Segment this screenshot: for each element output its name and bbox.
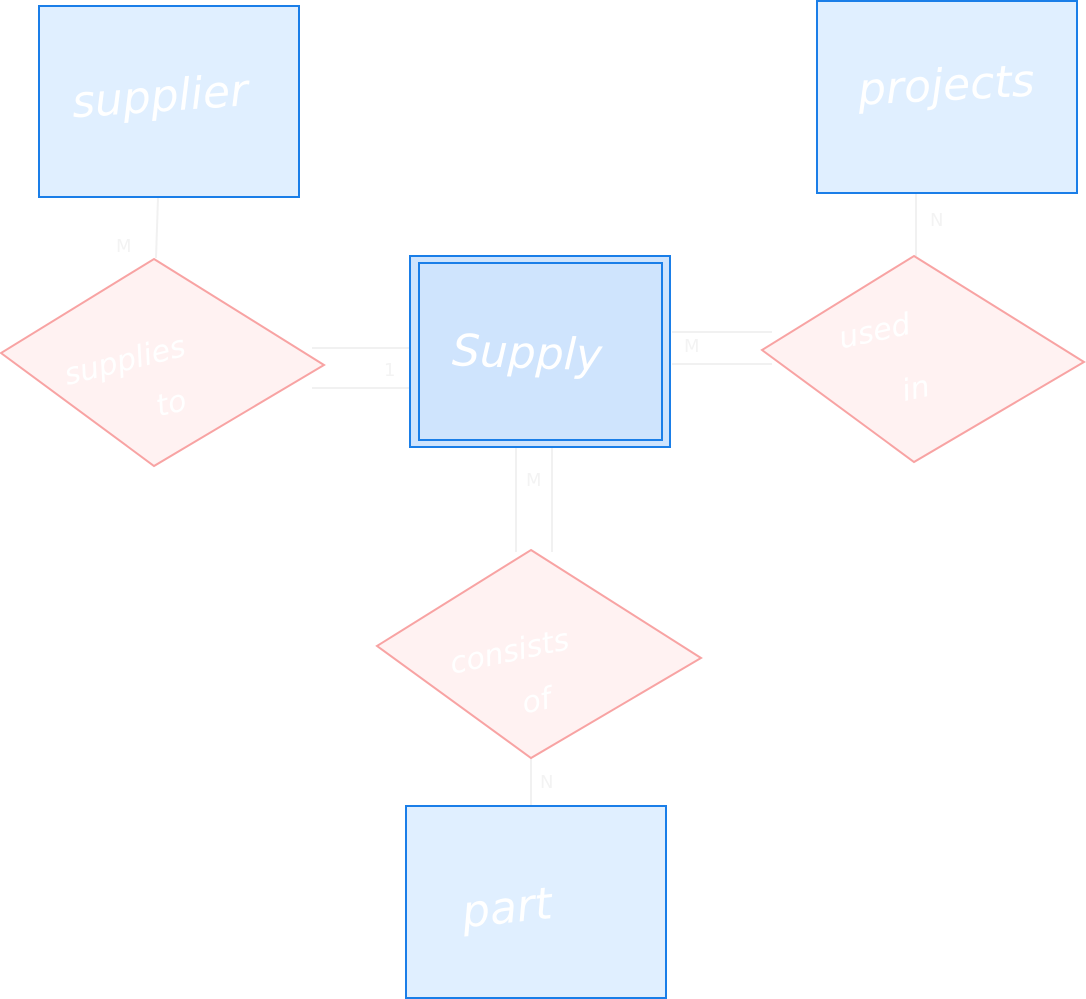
relationship-consists-of[interactable]: consists of (375, 548, 703, 760)
cardinalities: M 1 N M M N (116, 210, 943, 793)
cardinality-projects-usedin: N (930, 210, 943, 231)
connectors (155, 194, 917, 806)
entity-supplier-label: supplier (70, 65, 252, 128)
entity-supplier[interactable]: supplier (38, 5, 300, 198)
connector-supplier-supplies (155, 197, 159, 259)
entity-part-label: part (458, 878, 556, 938)
cardinality-consists-part: N (540, 772, 553, 793)
cardinality-usedin-supply: M (684, 336, 700, 357)
cardinality-supplies-supply: 1 (384, 360, 395, 381)
entity-projects[interactable]: projects (816, 0, 1078, 194)
entity-supply-label: Supply (451, 325, 604, 381)
cardinality-supplier-supplies: M (116, 236, 132, 257)
relationship-used-in[interactable]: used in (760, 254, 1086, 464)
entity-supply[interactable]: Supply (409, 255, 671, 448)
entity-projects-label: projects (856, 56, 1036, 116)
cardinality-supply-consists: M (526, 470, 542, 491)
relationship-supplies-to[interactable]: supplies to (0, 257, 326, 468)
entity-part[interactable]: part (405, 805, 667, 999)
